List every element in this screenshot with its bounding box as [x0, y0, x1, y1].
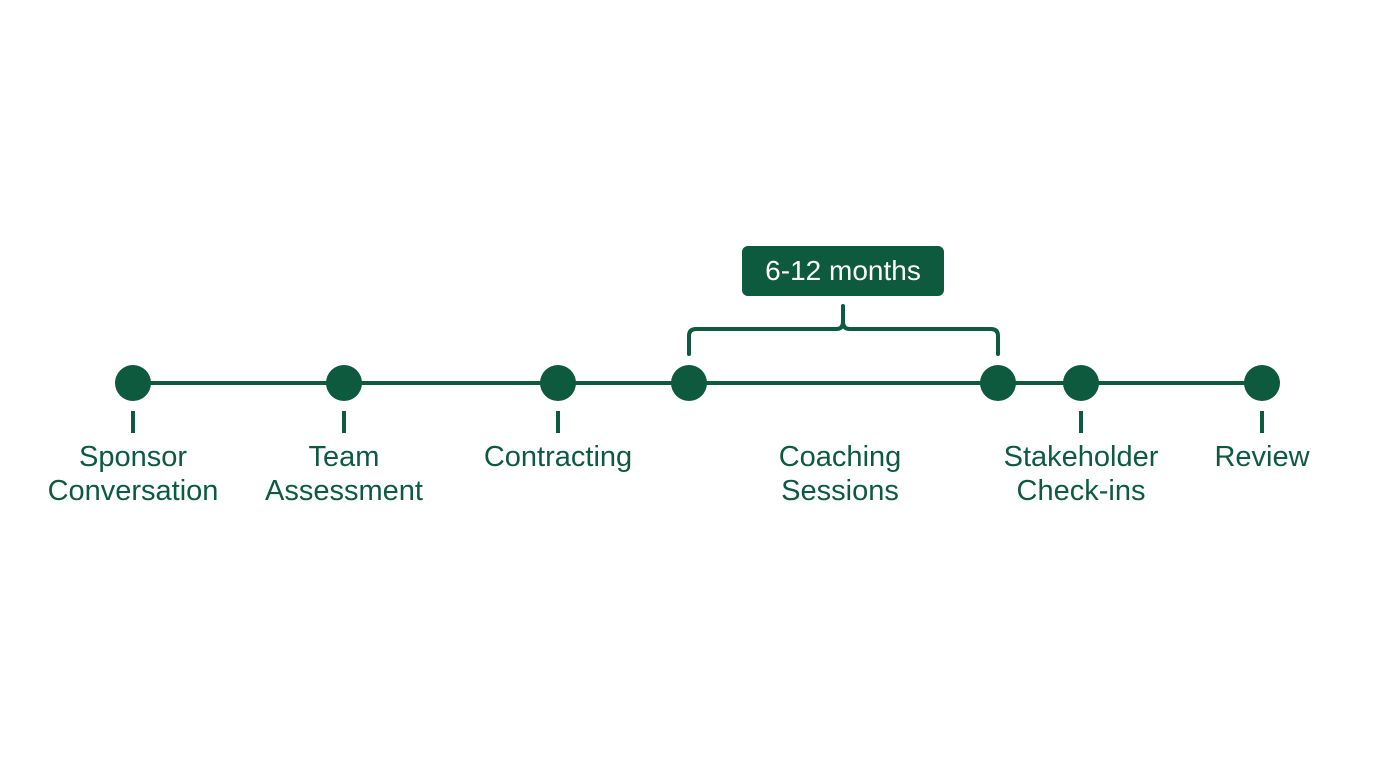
milestone-dot	[115, 365, 151, 401]
milestone-label-sponsor-conversation: Sponsor Conversation	[47, 441, 219, 507]
duration-bracket	[687, 304, 1000, 356]
milestone-label-contracting: Contracting	[483, 441, 633, 473]
milestone-dot	[1063, 365, 1099, 401]
milestone-label-stakeholder-check-ins: Stakeholder Check-ins	[1003, 441, 1159, 507]
milestone-label-coaching-sessions: Coaching Sessions	[778, 441, 902, 507]
milestone-dot	[980, 365, 1016, 401]
milestone-label-team-assessment: Team Assessment	[265, 441, 423, 507]
milestone-label-review: Review	[1214, 441, 1310, 473]
milestone-dot	[671, 365, 707, 401]
milestone-dot	[540, 365, 576, 401]
milestone-dot	[1244, 365, 1280, 401]
milestone-dot	[326, 365, 362, 401]
duration-badge: 6-12 months	[742, 246, 944, 296]
